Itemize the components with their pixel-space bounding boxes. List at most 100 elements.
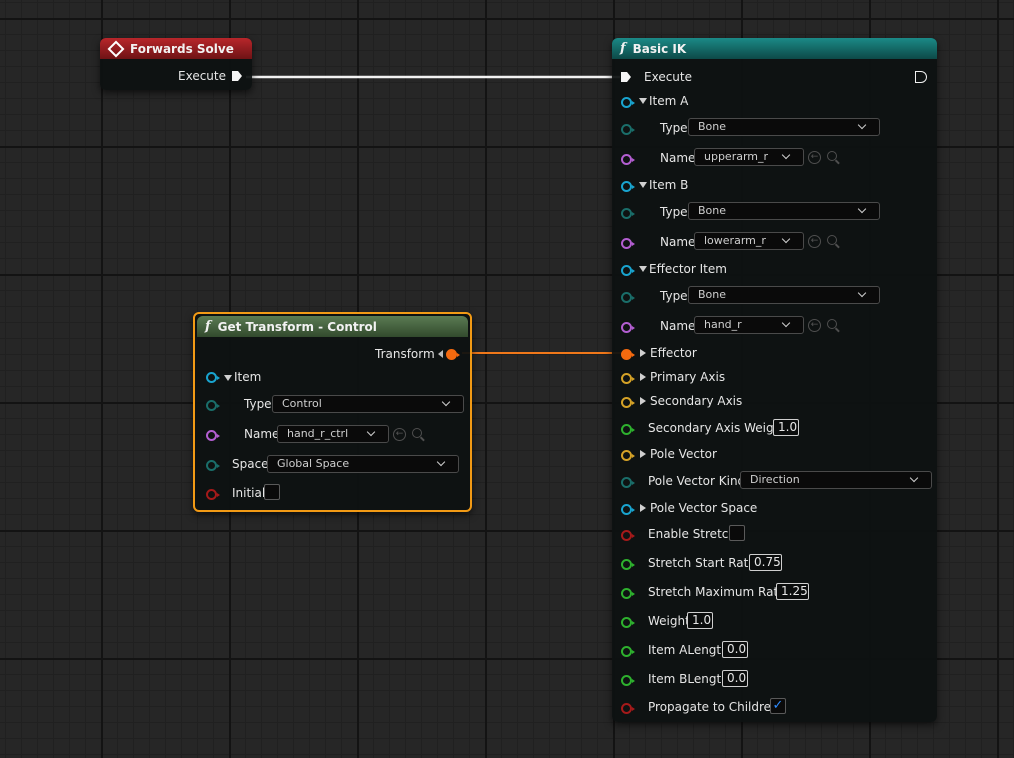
use-selected-icon[interactable]: ←	[808, 319, 821, 332]
stretch-start-ratio-pin[interactable]	[621, 559, 635, 570]
item-b-type-dropdown[interactable]: Bone	[688, 202, 880, 220]
type-pin[interactable]	[206, 400, 220, 411]
pole-vector-label: Pole Vector	[650, 447, 717, 461]
type-dropdown[interactable]: Control	[272, 395, 464, 413]
name-label: Name	[244, 427, 280, 441]
item-b-length-pin[interactable]	[621, 675, 635, 686]
item-b-name-dropdown[interactable]: lowerarm_r	[694, 232, 804, 250]
initial-checkbox[interactable]	[264, 484, 280, 500]
item-b-label: Item B	[649, 178, 689, 192]
item-a-name-dropdown[interactable]: upperarm_r	[694, 148, 804, 166]
forwards-solve-header[interactable]: Forwards Solve	[100, 38, 252, 59]
enable-stretch-pin[interactable]	[621, 530, 635, 541]
item-b-pin[interactable]	[621, 181, 635, 192]
search-icon[interactable]	[827, 319, 837, 329]
effector-item-collapse-icon[interactable]	[639, 266, 647, 272]
weight-pin[interactable]	[621, 617, 635, 628]
name-dropdown[interactable]: hand_r_ctrl	[277, 425, 389, 443]
use-selected-icon[interactable]: ←	[808, 235, 821, 248]
get-transform-header[interactable]: f Get Transform - Control	[197, 316, 468, 337]
space-pin[interactable]	[206, 460, 220, 471]
item-pin[interactable]	[206, 372, 220, 383]
item-a-length-input[interactable]: 0.0	[722, 641, 748, 658]
forwards-solve-execute-pin[interactable]	[232, 71, 242, 81]
weight-input[interactable]: 1.0	[687, 612, 713, 629]
item-a-name-pin[interactable]	[621, 154, 635, 165]
forwards-solve-node[interactable]: Forwards Solve Execute	[100, 38, 252, 90]
item-a-length-pin[interactable]	[621, 646, 635, 657]
search-icon[interactable]	[827, 235, 837, 245]
chevron-down-icon	[781, 234, 791, 244]
pole-vector-pin[interactable]	[621, 450, 635, 461]
search-icon[interactable]	[827, 151, 837, 161]
item-a-type-pin[interactable]	[621, 124, 635, 135]
secondary-axis-pin[interactable]	[621, 397, 635, 408]
basic-ik-node[interactable]: f Basic IK Execute Item A Type Bone Name…	[612, 38, 937, 722]
use-selected-icon[interactable]: ←	[808, 151, 821, 164]
space-dropdown[interactable]: Global Space	[267, 455, 459, 473]
secondary-axis-weight-label: Secondary Axis Weight	[648, 421, 786, 435]
effector-item-type-dropdown[interactable]: Bone	[688, 286, 880, 304]
transform-output-pin[interactable]	[446, 349, 460, 360]
pole-vector-kind-dropdown[interactable]: Direction	[740, 471, 932, 489]
effector-expand-icon[interactable]	[640, 349, 646, 357]
name-pin[interactable]	[206, 430, 220, 441]
item-a-pin[interactable]	[621, 97, 635, 108]
pole-vector-kind-pin[interactable]	[621, 477, 635, 488]
propagate-to-children-label: Propagate to Children	[648, 700, 779, 714]
enable-stretch-checkbox[interactable]	[729, 525, 745, 541]
execute-output-pin[interactable]	[915, 71, 927, 83]
chevron-down-icon	[781, 318, 791, 328]
effector-item-type-label: Type	[660, 289, 688, 303]
search-icon[interactable]	[412, 428, 422, 438]
pole-vector-space-expand-icon[interactable]	[640, 504, 646, 512]
effector-item-name-value: hand_r	[704, 318, 742, 331]
item-collapse-icon[interactable]	[224, 375, 232, 381]
effector-item-name-dropdown[interactable]: hand_r	[694, 316, 804, 334]
secondary-axis-weight-input[interactable]: 1.0	[773, 419, 799, 436]
pole-vector-kind-value: Direction	[750, 473, 800, 486]
primary-axis-pin[interactable]	[621, 373, 635, 384]
secondary-axis-expand-icon[interactable]	[640, 397, 646, 405]
effector-item-type-value: Bone	[698, 288, 727, 301]
effector-item-name-label: Name	[660, 319, 696, 333]
propagate-to-children-checkbox[interactable]: ✓	[770, 698, 786, 714]
secondary-axis-weight-pin[interactable]	[621, 424, 635, 435]
effector-label: Effector	[650, 346, 697, 360]
primary-axis-expand-icon[interactable]	[640, 373, 646, 381]
stretch-maximum-ratio-input[interactable]: 1.25	[776, 583, 809, 600]
stretch-start-ratio-input[interactable]: 0.75	[749, 554, 782, 571]
space-value: Global Space	[277, 457, 350, 470]
chevron-down-icon	[857, 120, 867, 130]
basic-ik-header[interactable]: f Basic IK	[612, 38, 937, 59]
item-a-type-dropdown[interactable]: Bone	[688, 118, 880, 136]
execute-input-pin[interactable]	[621, 72, 631, 82]
effector-pin[interactable]	[621, 349, 635, 360]
item-a-collapse-icon[interactable]	[639, 98, 647, 104]
item-label: Item	[234, 370, 262, 384]
item-b-length-input[interactable]: 0.0	[722, 670, 748, 687]
use-selected-icon[interactable]: ←	[393, 428, 406, 441]
weight-label: Weight	[648, 614, 690, 628]
item-b-type-pin[interactable]	[621, 208, 635, 219]
pole-vector-expand-icon[interactable]	[640, 450, 646, 458]
pole-vector-kind-label: Pole Vector Kind	[648, 474, 746, 488]
chevron-down-icon	[366, 427, 376, 437]
initial-pin[interactable]	[206, 489, 220, 500]
chevron-down-icon	[781, 150, 791, 160]
transform-expand-icon[interactable]	[438, 350, 443, 358]
propagate-to-children-pin[interactable]	[621, 703, 635, 714]
name-value: hand_r_ctrl	[287, 427, 349, 440]
item-b-name-pin[interactable]	[621, 238, 635, 249]
effector-item-name-pin[interactable]	[621, 322, 635, 333]
get-transform-node[interactable]: f Get Transform - Control Transform Item…	[193, 312, 472, 512]
pole-vector-space-pin[interactable]	[621, 504, 635, 515]
event-diamond-icon	[107, 40, 125, 57]
enable-stretch-label: Enable Stretch	[648, 527, 736, 541]
item-b-collapse-icon[interactable]	[639, 182, 647, 188]
item-b-type-label: Type	[660, 205, 688, 219]
basic-ik-title: Basic IK	[632, 41, 687, 56]
effector-item-type-pin[interactable]	[621, 292, 635, 303]
stretch-maximum-ratio-pin[interactable]	[621, 588, 635, 599]
effector-item-pin[interactable]	[621, 265, 635, 276]
